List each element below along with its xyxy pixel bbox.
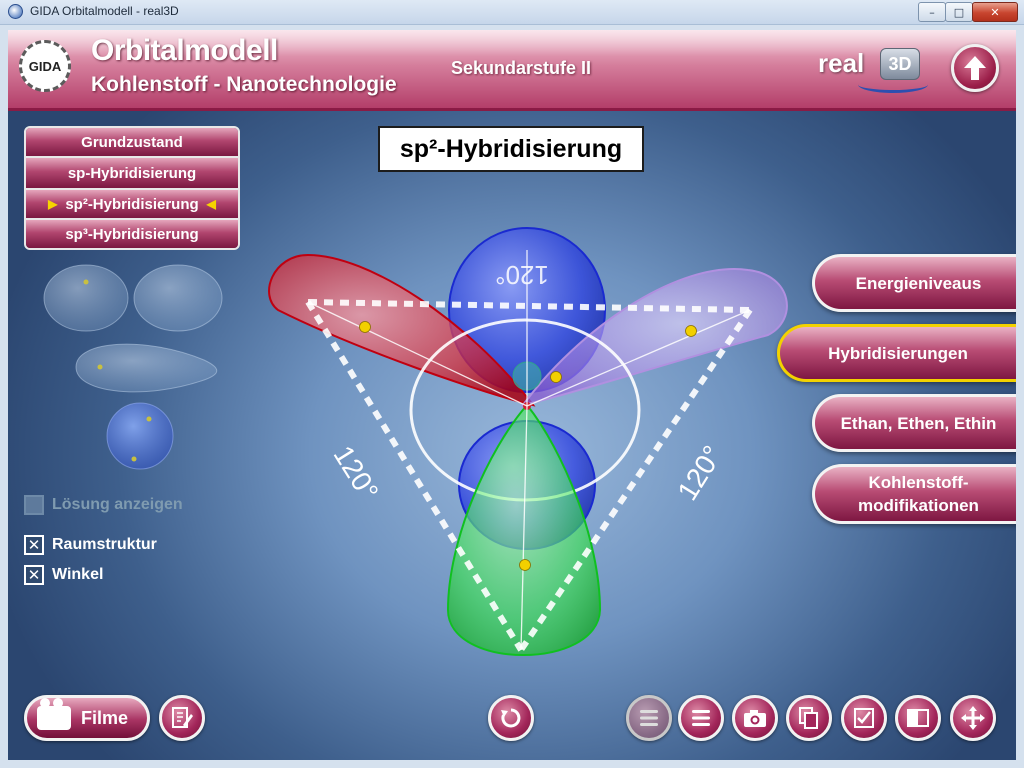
angle-label-top: 120° bbox=[495, 260, 549, 290]
logo-text: GIDA bbox=[28, 58, 62, 74]
menu-item-label: sp³-Hybridisierung bbox=[65, 225, 199, 243]
list-dim-button[interactable] bbox=[626, 695, 672, 741]
hybridization-menu: Grundzustand sp-Hybridisierung ▶ sp²-Hyb… bbox=[24, 126, 240, 250]
gida-logo: GIDA bbox=[19, 40, 71, 92]
filme-button[interactable]: Filme bbox=[24, 695, 150, 741]
selected-arrow-icon: ▶ bbox=[48, 197, 58, 211]
app-icon bbox=[8, 4, 23, 19]
selected-arrow-icon: ◀ bbox=[206, 197, 216, 211]
checklist-button[interactable] bbox=[841, 695, 887, 741]
up-button[interactable] bbox=[951, 44, 999, 92]
list-dim-icon bbox=[640, 710, 658, 726]
filme-label: Filme bbox=[81, 707, 129, 728]
notes-button[interactable] bbox=[159, 695, 205, 741]
app-subtitle: Kohlenstoff - Nanotechnologie bbox=[91, 73, 397, 96]
sp2-orbital-violet-lobe bbox=[520, 268, 788, 407]
list-icon bbox=[692, 710, 710, 726]
header-shine bbox=[8, 30, 1016, 56]
triangle-dashed-lines bbox=[305, 299, 753, 652]
electron-dots bbox=[359, 321, 697, 571]
move-icon bbox=[961, 706, 985, 730]
app-title: Orbitalmodell bbox=[91, 34, 278, 67]
film-camera-icon bbox=[37, 698, 71, 730]
window-button[interactable] bbox=[895, 695, 941, 741]
menu-item-sp3[interactable]: sp³-Hybridisierung bbox=[26, 220, 238, 248]
window-titlebar[interactable]: GIDA Orbitalmodell - real3D – □ ✕ bbox=[0, 0, 1024, 25]
window-controls: – □ ✕ bbox=[918, 2, 1018, 22]
orbital-thumbnails bbox=[43, 264, 223, 470]
window-icon bbox=[907, 709, 929, 727]
solution-checkbox bbox=[24, 495, 44, 515]
angle-label-left: 120° bbox=[328, 440, 385, 506]
brand-text: real bbox=[818, 48, 865, 78]
angle-checkbox[interactable]: ✕ bbox=[24, 565, 44, 585]
bond-axis-lines bbox=[307, 250, 751, 651]
nav-energieniveaus[interactable]: Energieniveaus bbox=[812, 254, 1016, 312]
school-level: Sekundarstufe II bbox=[451, 58, 592, 78]
camera-button[interactable] bbox=[732, 695, 778, 741]
option-solution: Lösung anzeigen bbox=[24, 495, 183, 515]
copy-icon bbox=[799, 707, 818, 729]
window-title: GIDA Orbitalmodell - real3D bbox=[30, 4, 179, 18]
list-button[interactable] bbox=[678, 695, 724, 741]
nav-kohlenstoff-label: Kohlenstoff- modifikationen bbox=[858, 473, 979, 515]
nav-ethan-ethen-ethin[interactable]: Ethan, Ethen, Ethin bbox=[812, 394, 1016, 452]
solution-label: Lösung anzeigen bbox=[52, 496, 183, 513]
camera-icon bbox=[744, 710, 766, 727]
real3d-logo: real 3D bbox=[818, 46, 928, 93]
menu-item-sp[interactable]: sp-Hybridisierung bbox=[26, 158, 238, 190]
nav-hybridisierungen[interactable]: Hybridisierungen bbox=[777, 324, 1016, 382]
s-orbital-thumbnail[interactable] bbox=[106, 402, 174, 470]
copy-button[interactable] bbox=[786, 695, 832, 741]
menu-item-sp2[interactable]: ▶ sp²-Hybridisierung ◀ bbox=[26, 190, 238, 220]
menu-item-label: sp²-Hybridisierung bbox=[65, 195, 199, 213]
sp2-orbital-red-lobe bbox=[268, 253, 536, 407]
maximize-button[interactable]: □ bbox=[945, 2, 973, 22]
reset-button[interactable] bbox=[488, 695, 534, 741]
angle-label-right: 120° bbox=[671, 440, 728, 506]
orbital-3d-view[interactable]: 120° 120° 120° bbox=[248, 210, 808, 690]
reset-icon bbox=[501, 708, 521, 728]
checklist-icon bbox=[854, 708, 874, 728]
arrow-up-icon bbox=[964, 56, 986, 80]
view-title: sp²-Hybridisierung bbox=[378, 126, 644, 172]
app-stage: GIDA Orbitalmodell Kohlenstoff - Nanotec… bbox=[8, 30, 1016, 760]
angle-label: Winkel bbox=[52, 566, 104, 583]
menu-item-label: Grundzustand bbox=[81, 133, 183, 151]
menu-item-label: sp-Hybridisierung bbox=[67, 164, 197, 182]
move-button[interactable] bbox=[950, 695, 996, 741]
header-bar: GIDA Orbitalmodell Kohlenstoff - Nanotec… bbox=[8, 30, 1016, 111]
close-button[interactable]: ✕ bbox=[972, 2, 1018, 22]
menu-item-grundzustand[interactable]: Grundzustand bbox=[26, 128, 238, 158]
spatial-structure-label: Raumstruktur bbox=[52, 536, 157, 553]
option-angle[interactable]: ✕ Winkel bbox=[24, 565, 103, 585]
spatial-structure-checkbox[interactable]: ✕ bbox=[24, 535, 44, 555]
option-spatial-structure[interactable]: ✕ Raumstruktur bbox=[24, 535, 157, 555]
sp-orbital-thumbnail[interactable] bbox=[75, 343, 218, 393]
brand-3d-badge: 3D bbox=[880, 48, 920, 80]
notes-icon bbox=[172, 707, 193, 728]
minimize-button[interactable]: – bbox=[918, 2, 946, 22]
nav-kohlenstoffmodifikationen[interactable]: Kohlenstoff- modifikationen bbox=[812, 464, 1016, 524]
brand-swoosh bbox=[858, 76, 928, 93]
p-orbital-thumbnail[interactable] bbox=[43, 264, 223, 332]
